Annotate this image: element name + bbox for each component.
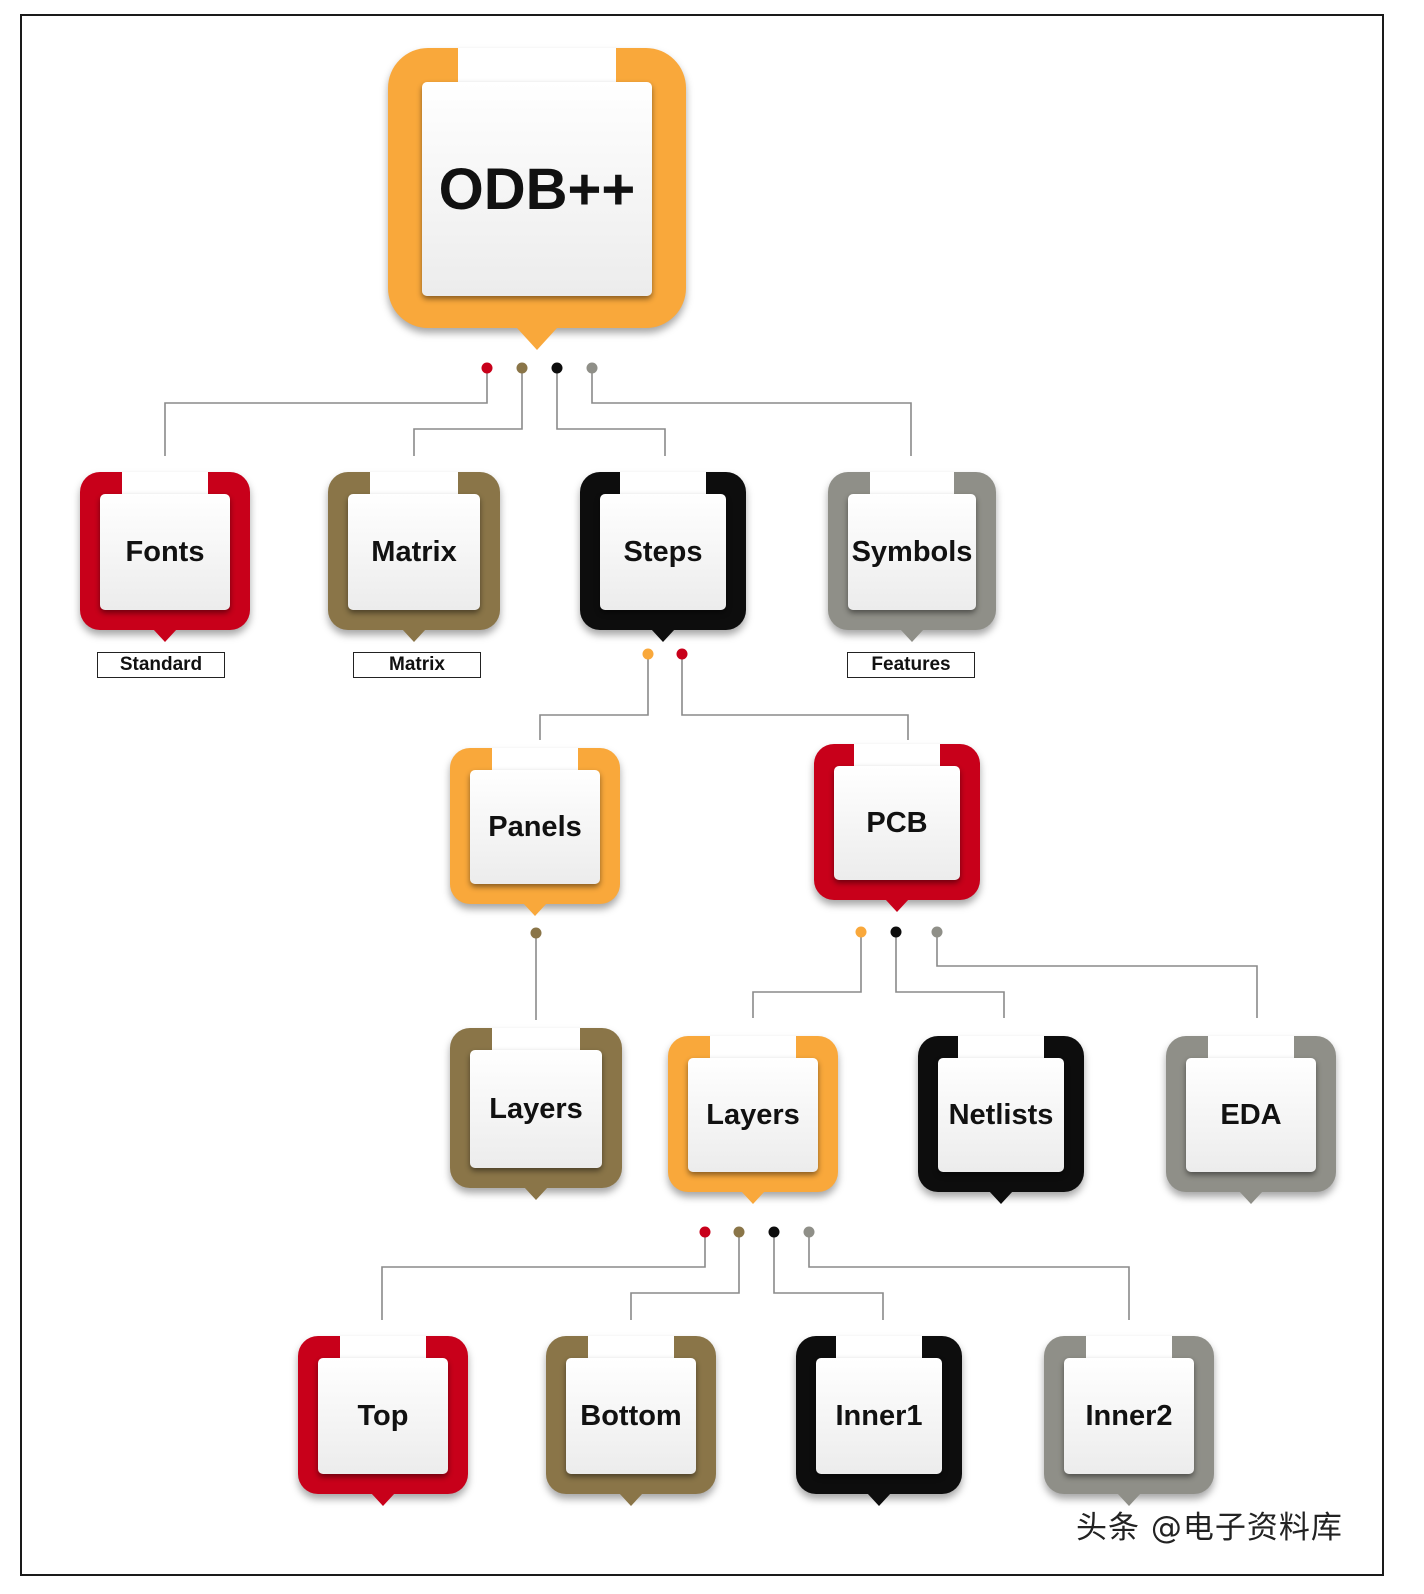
wire-layers-top [381, 1232, 706, 1320]
node-bottom-label: Bottom [566, 1358, 696, 1474]
node-netlists: Netlists [918, 1036, 1084, 1204]
node-bottom: Bottom [546, 1336, 716, 1506]
node-pcb: PCB [814, 744, 980, 912]
node-steps: Steps [580, 472, 746, 642]
tag-features: Features [847, 652, 975, 678]
watermark: 头条 @电子资料库 [1076, 1510, 1343, 1546]
node-top: Top [298, 1336, 468, 1506]
wire-root-steps [556, 368, 666, 456]
wire-layers-inner2 [808, 1232, 1130, 1320]
connector-dot [676, 648, 688, 660]
wire-layers-bottom [630, 1232, 740, 1320]
node-fonts: Fonts [80, 472, 250, 642]
node-fonts-label: Fonts [100, 494, 230, 610]
connector-dot [642, 648, 654, 660]
node-inner1: Inner1 [796, 1336, 962, 1506]
wire-root-fonts [164, 368, 488, 456]
connector-dot [481, 362, 493, 374]
node-odb-label: ODB++ [422, 82, 652, 296]
node-inner1-label: Inner1 [816, 1358, 942, 1474]
tag-standard: Standard [97, 652, 225, 678]
node-panels-label: Panels [470, 770, 600, 884]
connector-dot [516, 362, 528, 374]
connector-dot [855, 926, 867, 938]
node-symbols: Symbols [828, 472, 996, 642]
wire-root-matrix [413, 368, 523, 456]
node-panel-layers-label: Layers [470, 1050, 602, 1168]
node-panel-layers: Layers [450, 1028, 622, 1200]
wire-steps-pcb [681, 654, 909, 740]
node-eda: EDA [1166, 1036, 1336, 1204]
diagram-frame [20, 14, 1384, 1576]
connector-dot [931, 926, 943, 938]
node-steps-label: Steps [600, 494, 726, 610]
node-pcb-layers: Layers [668, 1036, 838, 1204]
wire-pcb-layers [752, 932, 862, 1018]
node-top-label: Top [318, 1358, 448, 1474]
connector-dot [530, 927, 542, 939]
connector-dot [551, 362, 563, 374]
node-inner2-label: Inner2 [1064, 1358, 1194, 1474]
node-odb: ODB++ [388, 48, 686, 350]
wire-steps-panels [539, 654, 649, 740]
wire-pcb-netlists [895, 932, 1005, 1018]
connector-dot [890, 926, 902, 938]
connector-dot [768, 1226, 780, 1238]
connector-dot [733, 1226, 745, 1238]
wire-pcb-eda [936, 932, 1258, 1018]
node-eda-label: EDA [1186, 1058, 1316, 1172]
node-pcb-label: PCB [834, 766, 960, 880]
node-panels: Panels [450, 748, 620, 916]
wire-layers-inner1 [773, 1232, 884, 1320]
connector-dot [699, 1226, 711, 1238]
connector-dot [586, 362, 598, 374]
node-netlists-label: Netlists [938, 1058, 1064, 1172]
node-symbols-label: Symbols [848, 494, 976, 610]
node-matrix-label: Matrix [348, 494, 480, 610]
wire-root-symbols [591, 368, 912, 456]
node-inner2: Inner2 [1044, 1336, 1214, 1506]
node-pcb-layers-label: Layers [688, 1058, 818, 1172]
connector-dot [803, 1226, 815, 1238]
node-matrix: Matrix [328, 472, 500, 642]
tag-matrix: Matrix [353, 652, 481, 678]
